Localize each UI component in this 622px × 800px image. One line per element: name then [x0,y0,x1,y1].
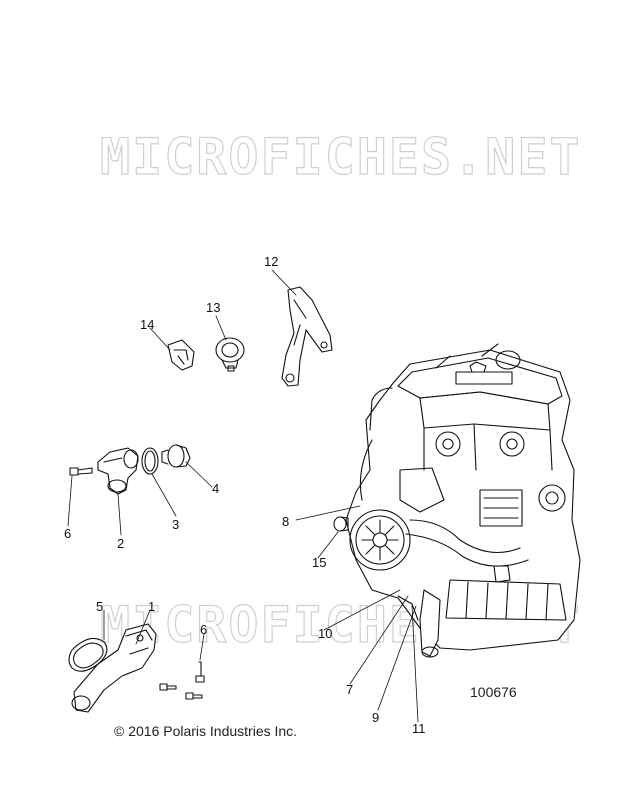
callout-7: 7 [346,682,354,697]
wire-clip [167,339,195,371]
plug [333,516,349,532]
elbow-gasket [68,637,108,672]
callout-8: 8 [282,514,290,529]
callout-12: 12 [264,254,279,269]
callout-9: 9 [372,710,380,725]
callout-3: 3 [172,517,180,532]
callout-6-upper: 6 [64,526,72,541]
thermostat-housing [97,447,139,495]
callout-5: 5 [96,599,104,614]
callout-2: 2 [117,536,125,551]
bolt-small [69,467,93,476]
hose-clamp [215,337,245,372]
coolant-elbow [71,623,157,713]
callout-1: 1 [148,599,156,614]
callout-11: 11 [412,721,426,736]
watermark-top: MICROFICHES.NET [99,127,582,186]
leader-lines [67,269,419,723]
callout-4: 4 [212,481,220,496]
engine-assembly [345,343,581,658]
engine-bracket [281,286,333,387]
bolts-lower [159,661,205,700]
figure-number: 100676 [470,684,517,700]
callout-15: 15 [312,555,327,570]
callout-10: 10 [318,626,333,641]
callout-6-lower: 6 [200,622,208,637]
callout-13: 13 [206,300,221,315]
o-ring [141,447,159,475]
copyright-notice: © 2016 Polaris Industries Inc. [114,723,298,739]
callout-14: 14 [140,317,155,332]
thermostat [161,444,191,468]
